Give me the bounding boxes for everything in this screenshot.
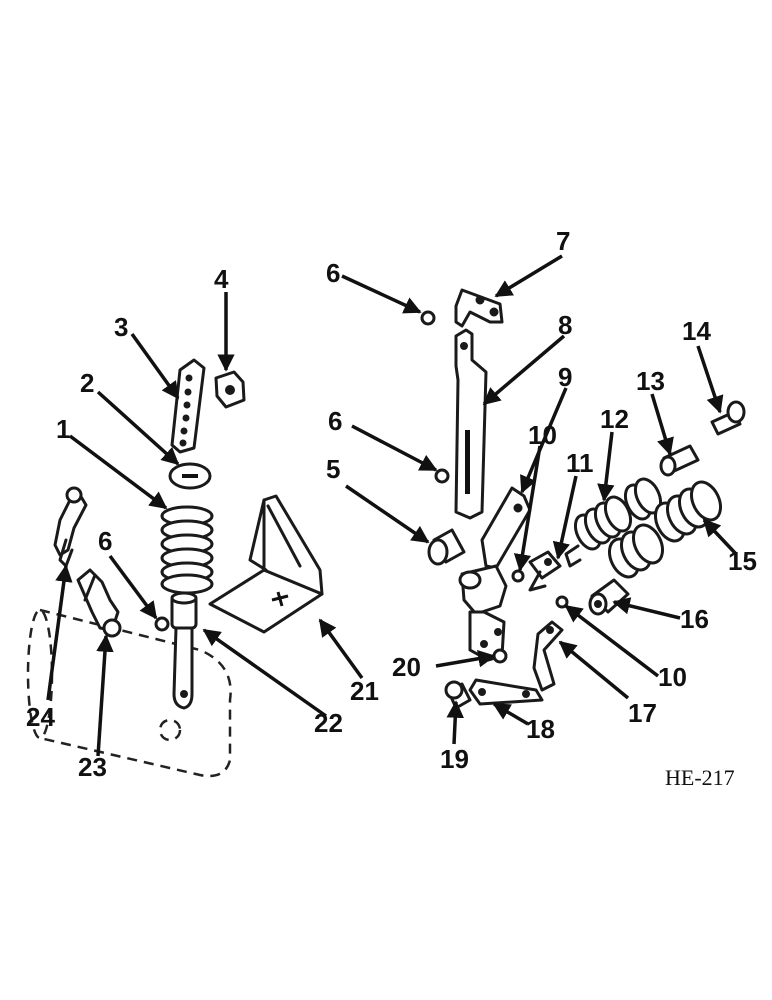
callout-18: 18	[526, 714, 555, 744]
nut-20	[492, 648, 508, 664]
perforated-strap-3	[170, 358, 206, 454]
callout-10-lower: 10	[658, 662, 687, 692]
callout-5: 5	[326, 454, 340, 484]
bracket-21	[208, 494, 324, 634]
callout-6-left: 6	[98, 526, 112, 556]
callout-3: 3	[114, 312, 128, 342]
callout-20: 20	[392, 652, 421, 682]
link-plate-18	[468, 678, 544, 706]
callout-24: 24	[26, 702, 55, 732]
lever-arm-9	[458, 486, 532, 662]
pin-10-lower	[555, 595, 569, 609]
bolt-14	[710, 400, 746, 436]
callout-17: 17	[628, 698, 657, 728]
callout-14: 14	[682, 316, 711, 346]
callout-11: 11	[566, 448, 594, 478]
washer-2	[168, 462, 212, 490]
slotted-strap-8	[454, 328, 488, 520]
callout-19: 19	[440, 744, 469, 774]
callout-6-mid: 6	[328, 406, 342, 436]
clip-4	[214, 370, 246, 409]
callout-13: 13	[636, 366, 665, 396]
bent-plate-17	[532, 620, 564, 692]
pin-10-upper	[511, 569, 525, 583]
callout-1: 1	[56, 414, 70, 444]
figure-reference: HE-217	[665, 765, 735, 790]
callout-6-top: 6	[326, 258, 340, 288]
callout-8: 8	[558, 310, 572, 340]
bushing-5	[427, 528, 466, 566]
callout-7: 7	[556, 226, 570, 256]
bolt-6-mid	[434, 468, 450, 484]
spring-15	[607, 480, 723, 579]
bolt-6-left	[154, 616, 170, 632]
bolt-6-top	[420, 310, 436, 326]
yoke-16	[588, 578, 630, 616]
coupler-13	[659, 444, 700, 477]
pin-19	[444, 680, 472, 710]
callout-10-upper: 10	[528, 420, 557, 450]
rod-22	[170, 591, 198, 710]
clevis-11	[528, 550, 562, 592]
callout-12: 12	[600, 404, 629, 434]
spring-12	[564, 477, 663, 568]
callout-4: 4	[214, 264, 229, 294]
callout-2: 2	[80, 368, 94, 398]
callout-labels: 1 2 3 4 5 6 6 6 7 8 9 10 11 12 13 14 15 …	[26, 226, 757, 782]
callout-15: 15	[728, 546, 757, 576]
callout-9: 9	[558, 362, 572, 392]
leader-lines	[46, 254, 738, 757]
chain-link-23	[76, 568, 122, 638]
callout-23: 23	[78, 752, 107, 782]
spring-1	[160, 505, 214, 595]
callout-22: 22	[314, 708, 343, 738]
angle-bracket-7	[454, 288, 504, 328]
callout-21: 21	[350, 676, 379, 706]
callout-16: 16	[680, 604, 709, 634]
chain-link-24	[53, 486, 88, 568]
